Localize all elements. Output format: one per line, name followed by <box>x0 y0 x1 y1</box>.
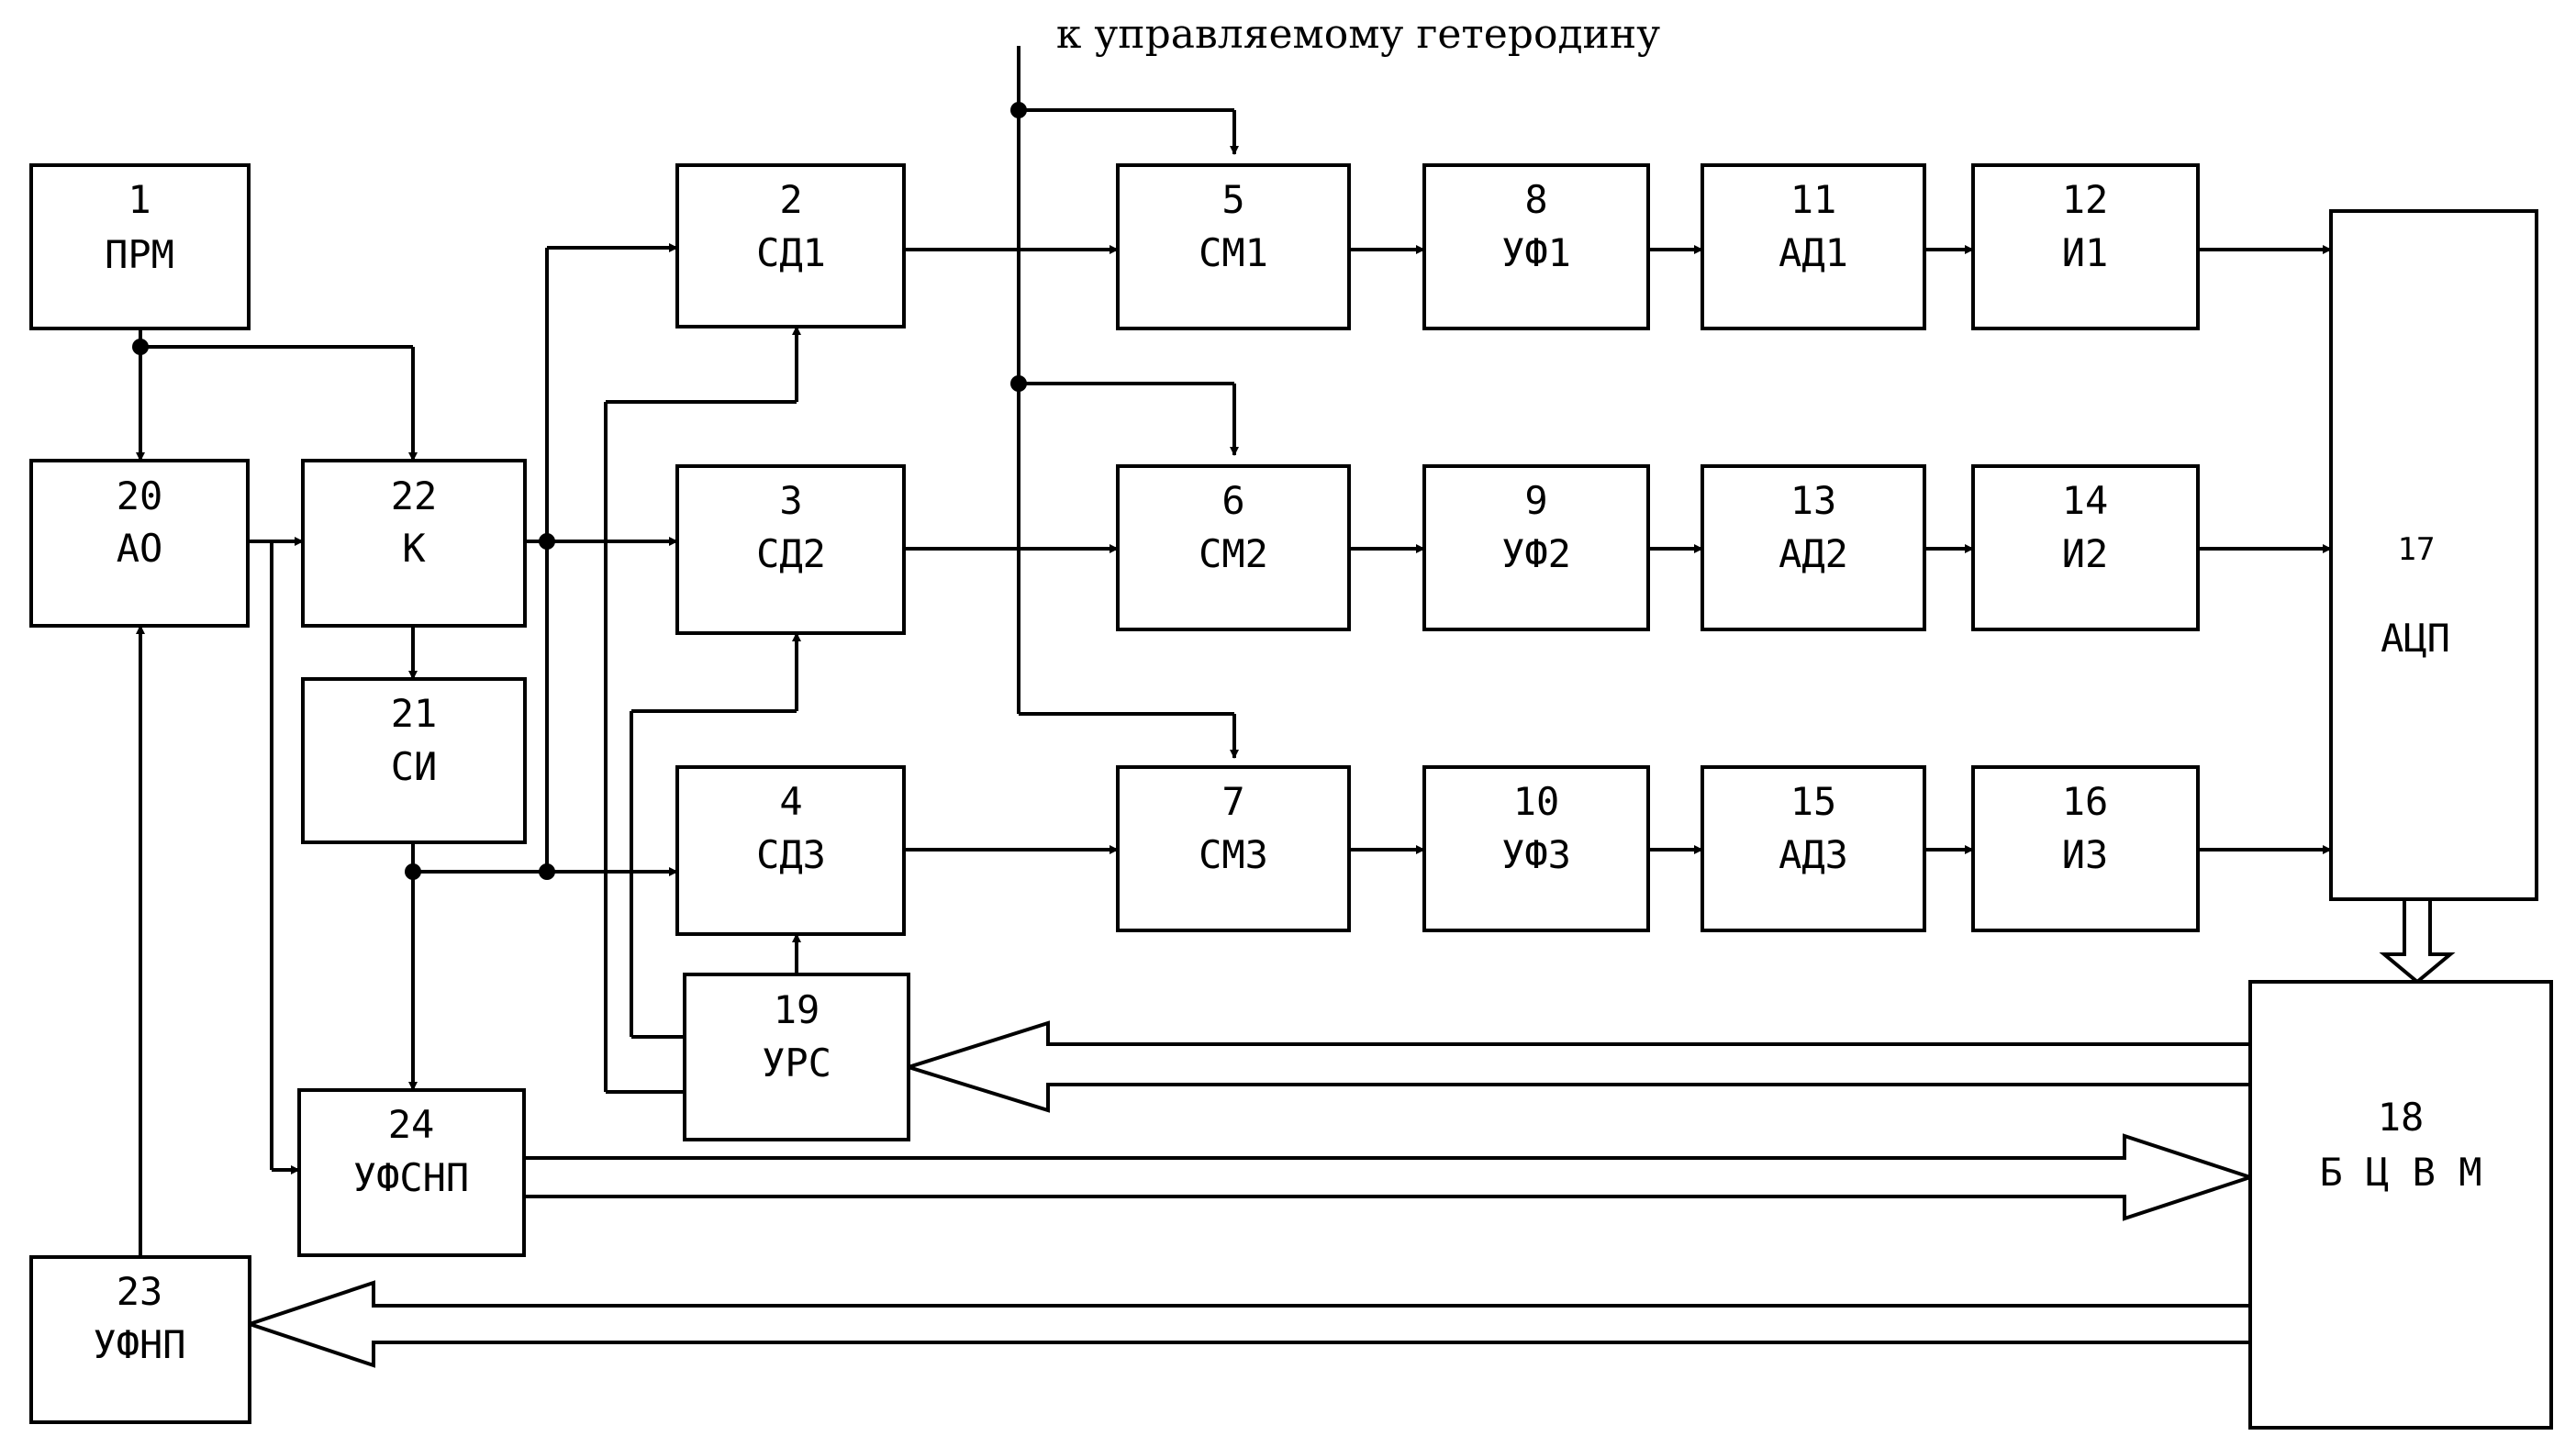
block-23-label: УФНП <box>93 1322 185 1367</box>
block-11-number: 11 <box>1790 177 1837 222</box>
block-24-number: 24 <box>388 1102 435 1147</box>
data-buses <box>250 899 2450 1365</box>
block-1-label: ПРМ <box>105 232 174 277</box>
block-23: 23 УФНП <box>31 1257 250 1422</box>
block-21-label: СИ <box>391 744 438 789</box>
block-23-number: 23 <box>117 1269 163 1314</box>
block-22: 22 К <box>303 461 525 626</box>
block-13-label: АД2 <box>1779 531 1848 576</box>
block-6-label: СМ2 <box>1199 531 1268 576</box>
block-6-number: 6 <box>1221 478 1244 523</box>
block-2: 2 СД1 <box>677 165 904 327</box>
block-15: 15 АД3 <box>1702 767 1924 930</box>
block-12-label: И1 <box>2062 230 2109 275</box>
block-4-label: СД3 <box>756 832 826 877</box>
block-9: 9 УФ2 <box>1424 466 1648 629</box>
block-7-label: СМ3 <box>1199 832 1268 877</box>
block-20-label: АО <box>117 526 163 571</box>
block-14-label: И2 <box>2062 531 2109 576</box>
block-7-number: 7 <box>1221 779 1244 824</box>
block-19-number: 19 <box>774 987 820 1032</box>
block-17-number: 17 <box>2398 531 2436 568</box>
block-22-label: К <box>402 526 426 571</box>
block-10: 10 УФ3 <box>1424 767 1648 930</box>
block-16-number: 16 <box>2062 779 2109 824</box>
block-19: 19 УРС <box>685 974 909 1140</box>
block-11: 11 АД1 <box>1702 165 1924 328</box>
block-20: 20 АО <box>31 461 248 626</box>
block-5: 5 СМ1 <box>1118 165 1349 328</box>
block-16-label: И3 <box>2062 832 2109 877</box>
block-1: 1 ПРМ <box>31 165 249 328</box>
block-14-number: 14 <box>2062 478 2109 523</box>
block-10-number: 10 <box>1513 779 1560 824</box>
block-8: 8 УФ1 <box>1424 165 1648 328</box>
block-24-label: УФСНП <box>353 1155 469 1200</box>
block-15-number: 15 <box>1790 779 1837 824</box>
block-7: 7 СМ3 <box>1118 767 1349 930</box>
block-5-label: СМ1 <box>1199 230 1268 275</box>
block-6: 6 СМ2 <box>1118 466 1349 629</box>
block-3-label: СД2 <box>756 531 826 576</box>
block-19-label: УРС <box>762 1041 831 1085</box>
block-13-number: 13 <box>1790 478 1837 523</box>
block-10-label: УФ3 <box>1501 832 1571 877</box>
block-8-label: УФ1 <box>1501 230 1571 275</box>
block-21-number: 21 <box>391 691 438 736</box>
block-1-number: 1 <box>128 177 151 222</box>
block-4-number: 4 <box>779 779 802 824</box>
block-21: 21 СИ <box>303 679 525 842</box>
block-12-number: 12 <box>2062 177 2109 222</box>
block-2-number: 2 <box>779 177 802 222</box>
block-14: 14 И2 <box>1973 466 2198 629</box>
block-11-label: АД1 <box>1779 230 1848 275</box>
block-12: 12 И1 <box>1973 165 2198 328</box>
block-8-number: 8 <box>1524 177 1547 222</box>
block-9-label: УФ2 <box>1501 531 1571 576</box>
block-4: 4 СД3 <box>677 767 904 934</box>
block-15-label: АД3 <box>1779 832 1848 877</box>
block-24: 24 УФСНП <box>299 1090 524 1255</box>
block-9-number: 9 <box>1524 478 1547 523</box>
block-3-number: 3 <box>779 478 802 523</box>
caption-to-local-oscillator: к управляемому гетеродину <box>1056 11 1660 58</box>
block-3: 3 СД2 <box>677 466 904 633</box>
block-17: 17 АЦП <box>2331 211 2537 899</box>
block-18-number: 18 <box>2378 1095 2425 1140</box>
block-17-label: АЦП <box>2381 616 2450 661</box>
block-18-label: Б Ц В М <box>2319 1150 2481 1195</box>
block-22-number: 22 <box>391 473 438 518</box>
block-5-number: 5 <box>1221 177 1244 222</box>
block-16: 16 И3 <box>1973 767 2198 930</box>
block-13: 13 АД2 <box>1702 466 1924 629</box>
block-18: 18 Б Ц В М <box>2250 982 2551 1428</box>
block-20-number: 20 <box>117 473 163 518</box>
block-2-label: СД1 <box>756 230 826 275</box>
